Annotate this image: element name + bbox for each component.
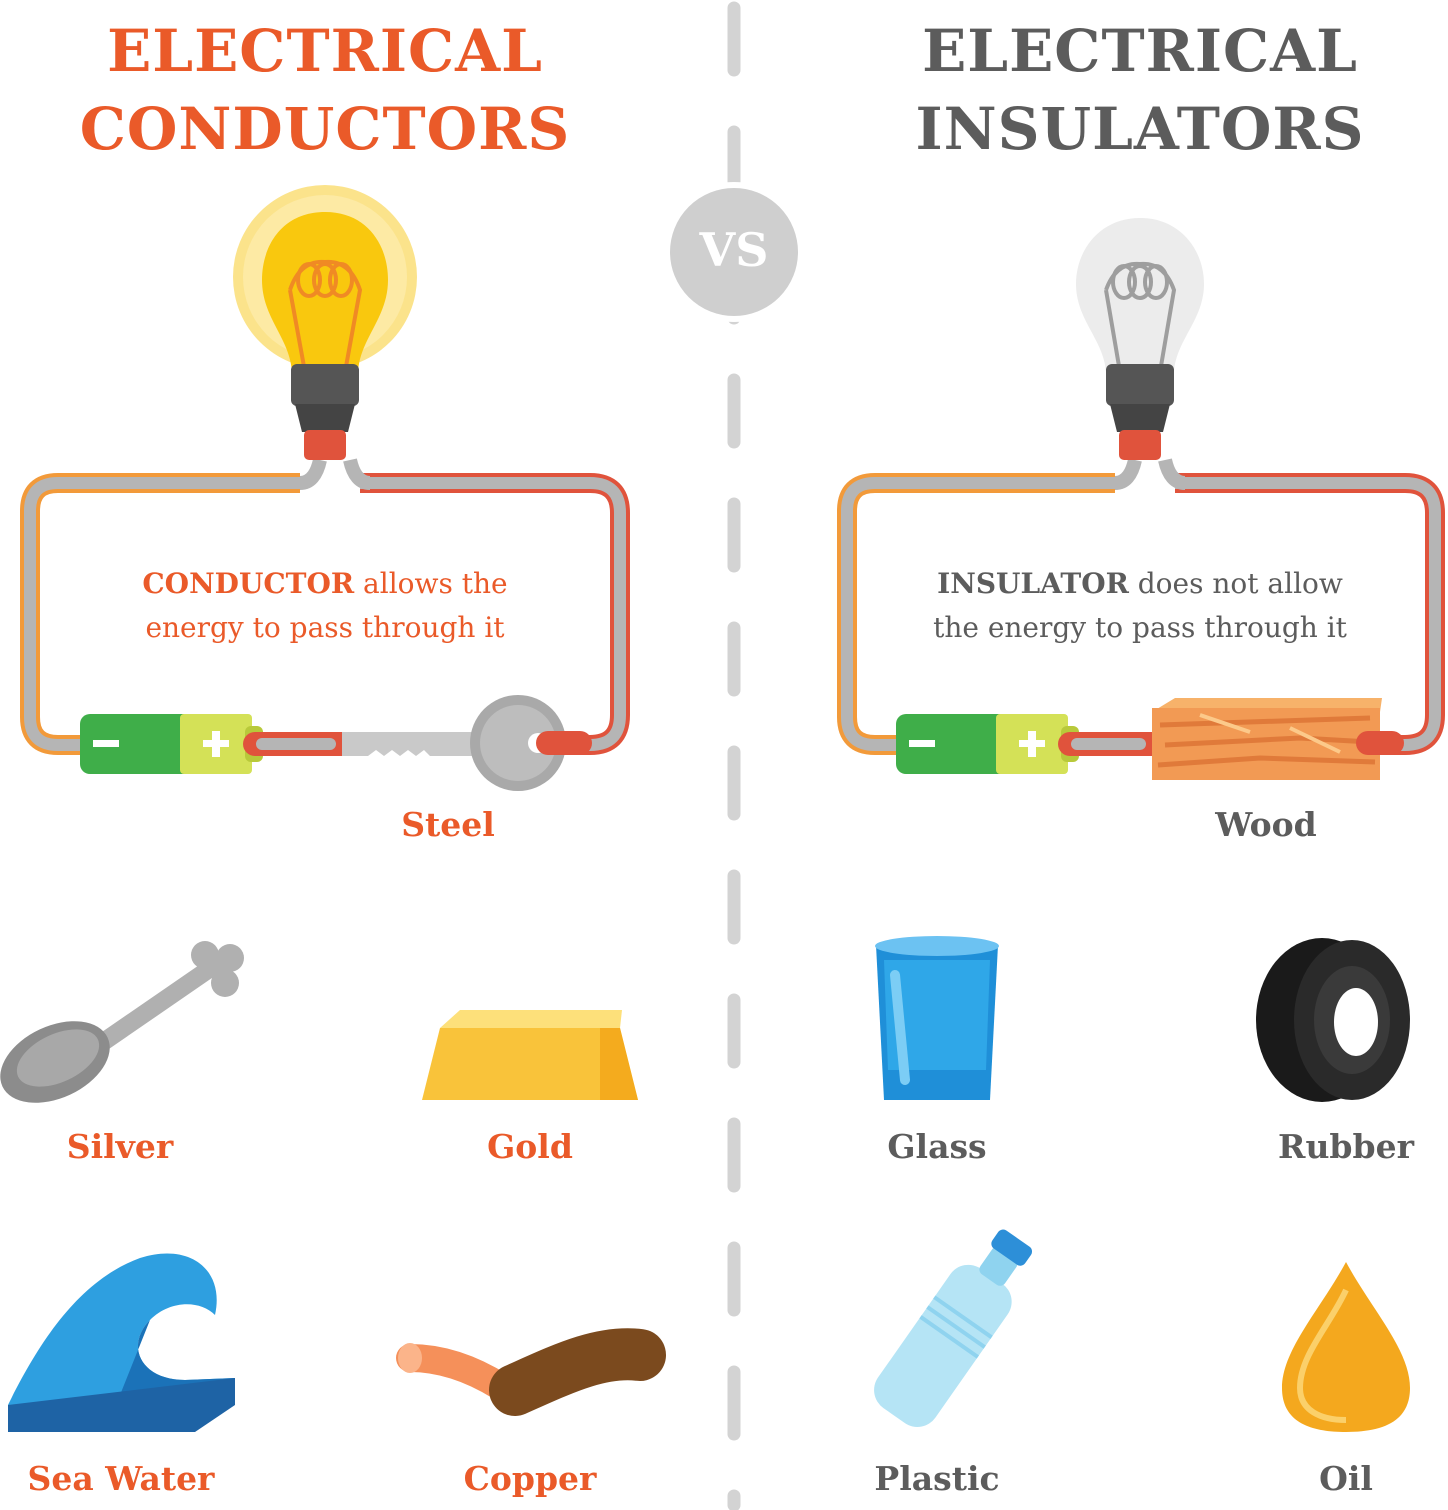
sea-wave-icon	[8, 1253, 235, 1432]
unlit-bulb-icon	[1076, 218, 1204, 372]
plastic-bottle-icon	[874, 1229, 1033, 1427]
insulators-title-line1: ELECTRICAL	[922, 17, 1358, 85]
conductor-circuit	[20, 185, 630, 791]
conductor-desc-rest: allows the	[354, 567, 508, 600]
glass-cup-icon	[875, 936, 999, 1100]
gold-bar-icon	[422, 1010, 638, 1100]
lit-bulb-icon	[262, 212, 388, 372]
insulators-title: ELECTRICAL INSULATORS	[855, 12, 1425, 168]
oil-drop-icon	[1282, 1262, 1410, 1432]
wood-label: Wood	[1215, 805, 1317, 844]
vs-circle	[664, 182, 804, 322]
insulator-desc-line2: the energy to pass through it	[933, 611, 1347, 644]
insulator-keyword: INSULATOR	[937, 567, 1129, 600]
insulators-title-line2: INSULATORS	[915, 95, 1365, 163]
conductor-description: CONDUCTOR allows the energy to pass thro…	[90, 562, 560, 650]
conductor-desc-line2: energy to pass through it	[145, 611, 505, 644]
battery-icon-r	[896, 714, 1079, 774]
copper-label: Copper	[463, 1459, 597, 1498]
plastic-label: Plastic	[874, 1459, 1000, 1498]
steel-key-icon	[342, 695, 566, 791]
wood-block-icon	[1152, 698, 1382, 780]
insulator-circuit	[837, 218, 1445, 780]
conductors-title: ELECTRICAL CONDUCTORS	[40, 12, 610, 168]
battery-icon	[80, 714, 263, 774]
steel-label: Steel	[401, 805, 495, 844]
rubber-tire-icon	[1256, 938, 1410, 1102]
insulator-desc-rest: does not allow	[1128, 567, 1343, 600]
silver-label: Silver	[66, 1127, 174, 1166]
copper-wire-icon	[396, 1328, 666, 1416]
conductors-title-line1: ELECTRICAL	[107, 17, 543, 85]
silver-spoon-icon	[0, 941, 244, 1103]
oil-label: Oil	[1319, 1459, 1373, 1498]
gold-label: Gold	[487, 1127, 573, 1166]
vs-label: VS	[699, 223, 769, 277]
insulator-description: INSULATOR does not allow the energy to p…	[880, 562, 1400, 650]
sea-water-label: Sea Water	[27, 1459, 215, 1498]
rubber-label: Rubber	[1278, 1127, 1414, 1166]
glass-label: Glass	[887, 1127, 987, 1166]
conductor-keyword: CONDUCTOR	[142, 567, 355, 600]
conductors-title-line2: CONDUCTORS	[79, 95, 571, 163]
